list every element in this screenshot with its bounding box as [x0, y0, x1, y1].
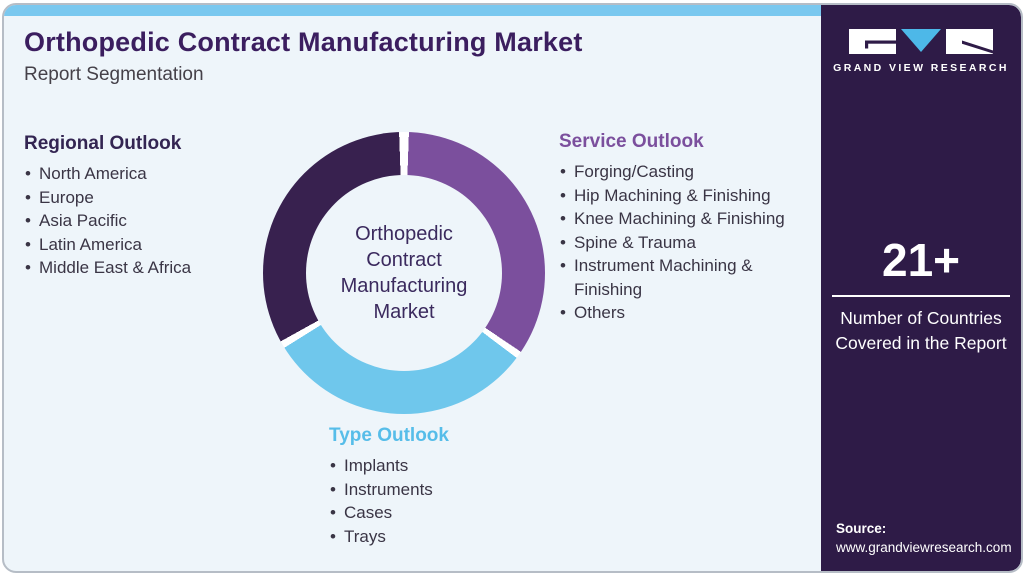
list-item: Europe: [24, 186, 254, 210]
regional-outlook-list: North America Europe Asia Pacific Latin …: [24, 162, 254, 280]
source-url-link[interactable]: www.grandviewresearch.com: [836, 540, 1012, 555]
sidebar: GRAND VIEW RESEARCH 21+ Number of Countr…: [821, 5, 1021, 571]
list-item: Forging/Casting: [559, 160, 811, 184]
regional-outlook-heading: Regional Outlook: [24, 133, 182, 154]
brand-logo-text: GRAND VIEW RESEARCH: [833, 62, 1009, 74]
stat-value: 21+: [881, 234, 961, 286]
list-item: Spine & Trauma: [559, 231, 811, 255]
service-outlook-block: Service Outlook Forging/Casting Hip Mach…: [559, 131, 811, 325]
top-accent-strip: [4, 5, 823, 16]
source-label: Source:: [836, 521, 887, 536]
list-item: Asia Pacific: [24, 209, 254, 233]
stat-divider: [832, 295, 1010, 297]
report-card: Orthopedic Contract Manufacturing Market…: [2, 3, 1023, 573]
donut-chart: Orthopedic Contract Manufacturing Market: [263, 132, 545, 414]
type-outlook-list: Implants Instruments Cases Trays: [329, 454, 529, 548]
list-item: Middle East & Africa: [24, 256, 254, 280]
list-item: Latin America: [24, 233, 254, 257]
service-outlook-list: Forging/Casting Hip Machining & Finishin…: [559, 160, 811, 325]
donut-hole: Orthopedic Contract Manufacturing Market: [306, 175, 502, 371]
list-item: Hip Machining & Finishing: [559, 184, 811, 208]
regional-outlook-block: Regional Outlook North America Europe As…: [24, 133, 254, 280]
page-subtitle: Report Segmentation: [24, 64, 204, 85]
list-item: Trays: [329, 525, 529, 549]
list-item: Instrument Machining & Finishing: [559, 254, 811, 301]
type-outlook-block: Type Outlook Implants Instruments Cases …: [329, 425, 529, 548]
donut-center-label: Orthopedic Contract Manufacturing Market: [340, 223, 468, 323]
type-outlook-heading: Type Outlook: [329, 425, 449, 446]
stat-label: Number of Countries Covered in the Repor…: [835, 308, 1007, 353]
list-item: Knee Machining & Finishing: [559, 207, 811, 231]
source-block: Source: www.grandviewresearch.com: [836, 521, 1012, 555]
list-item: North America: [24, 162, 254, 186]
page-title: Orthopedic Contract Manufacturing Market: [24, 27, 583, 57]
brand-logo-block: GRAND VIEW RESEARCH: [821, 29, 1021, 74]
list-item: Others: [559, 301, 811, 325]
service-outlook-heading: Service Outlook: [559, 131, 704, 152]
grand-view-research-logo-icon: [849, 29, 993, 54]
list-item: Instruments: [329, 478, 529, 502]
countries-stat: 21+ Number of Countries Covered in the R…: [821, 233, 1021, 356]
header: Orthopedic Contract Manufacturing Market…: [24, 27, 583, 86]
list-item: Cases: [329, 501, 529, 525]
list-item: Implants: [329, 454, 529, 478]
